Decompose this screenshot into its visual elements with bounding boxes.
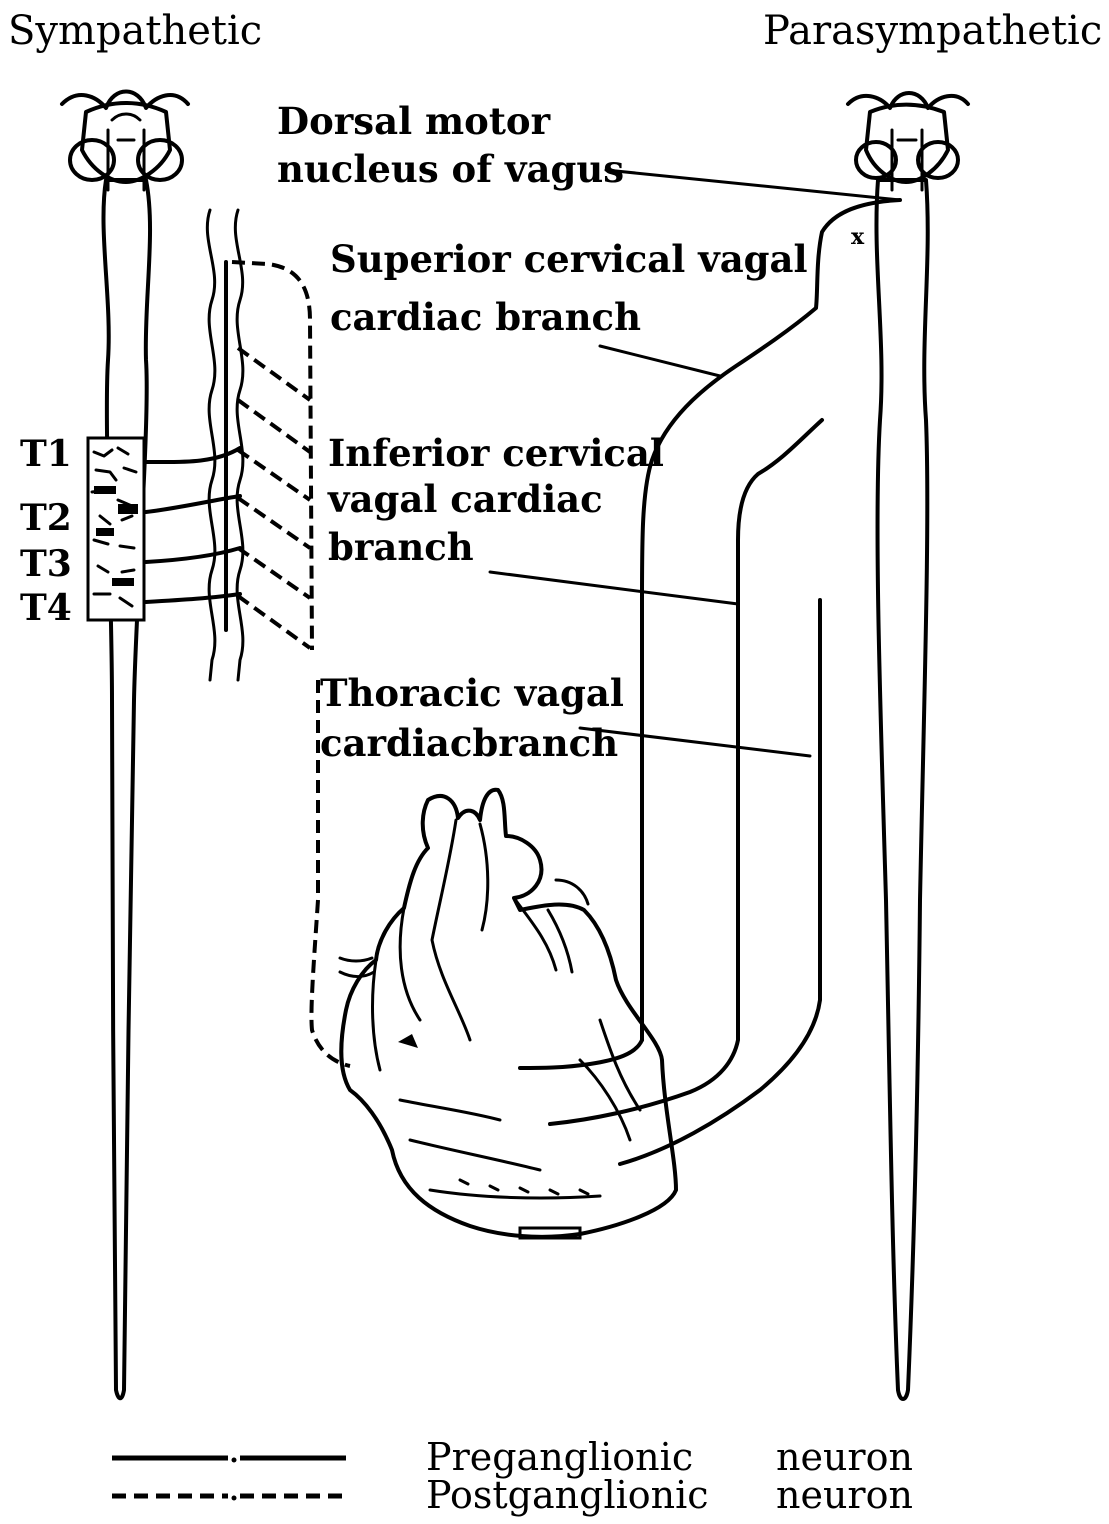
label-inferior-cervical-line1: Inferior cervical — [328, 431, 664, 475]
legend-solid-dot — [232, 1458, 237, 1463]
label-superior-cervical-line1: Superior cervical vagal — [330, 237, 808, 281]
nucleus-marker: x — [851, 224, 865, 250]
legend-term-postganglionic: Postganglionic — [426, 1473, 709, 1517]
heading-sympathetic: Sympathetic — [8, 8, 262, 54]
heading-parasympathetic: Parasympathetic — [763, 8, 1102, 54]
sympathetic-postganglionic-fibres — [232, 262, 350, 1066]
segment-label-t2: T2 — [20, 497, 72, 539]
segment-label-t4: T4 — [20, 587, 72, 629]
legend-dashed-dot — [232, 1496, 237, 1501]
sympathetic-chain — [207, 210, 243, 680]
legend-word-postganglionic: neuron — [776, 1473, 913, 1517]
label-thoracic-line1: Thoracic vagal — [320, 671, 624, 715]
label-inferior-cervical-line3: branch — [328, 525, 474, 569]
parasympathetic-spinal-cord: x — [848, 93, 968, 1399]
segment-label-t3: T3 — [20, 543, 72, 585]
segment-label-t1: T1 — [20, 433, 72, 475]
label-dorsal-motor-line2: nucleus of vagus — [277, 147, 624, 191]
brainstem-left — [62, 92, 188, 191]
thoracic-segments-block — [88, 438, 144, 620]
heart-illustration — [340, 790, 676, 1238]
legend-item-postganglionic: Postganglionic neuron — [112, 1473, 913, 1517]
label-thoracic-line2: cardiacbranch — [320, 721, 618, 765]
label-dorsal-motor-line1: Dorsal motor — [277, 99, 551, 143]
label-inferior-cervical-line2: vagal cardiac — [327, 477, 603, 521]
legend: Preganglionic neuron Postganglionic neur… — [112, 1435, 913, 1517]
brainstem-right — [848, 93, 968, 190]
structure-labels: Dorsal motor nucleus of vagus Superior c… — [277, 99, 808, 765]
label-superior-cervical-line2: cardiac branch — [330, 295, 641, 339]
sympathetic-spinal-cord: T1 T2 T3 T4 — [20, 92, 188, 1399]
